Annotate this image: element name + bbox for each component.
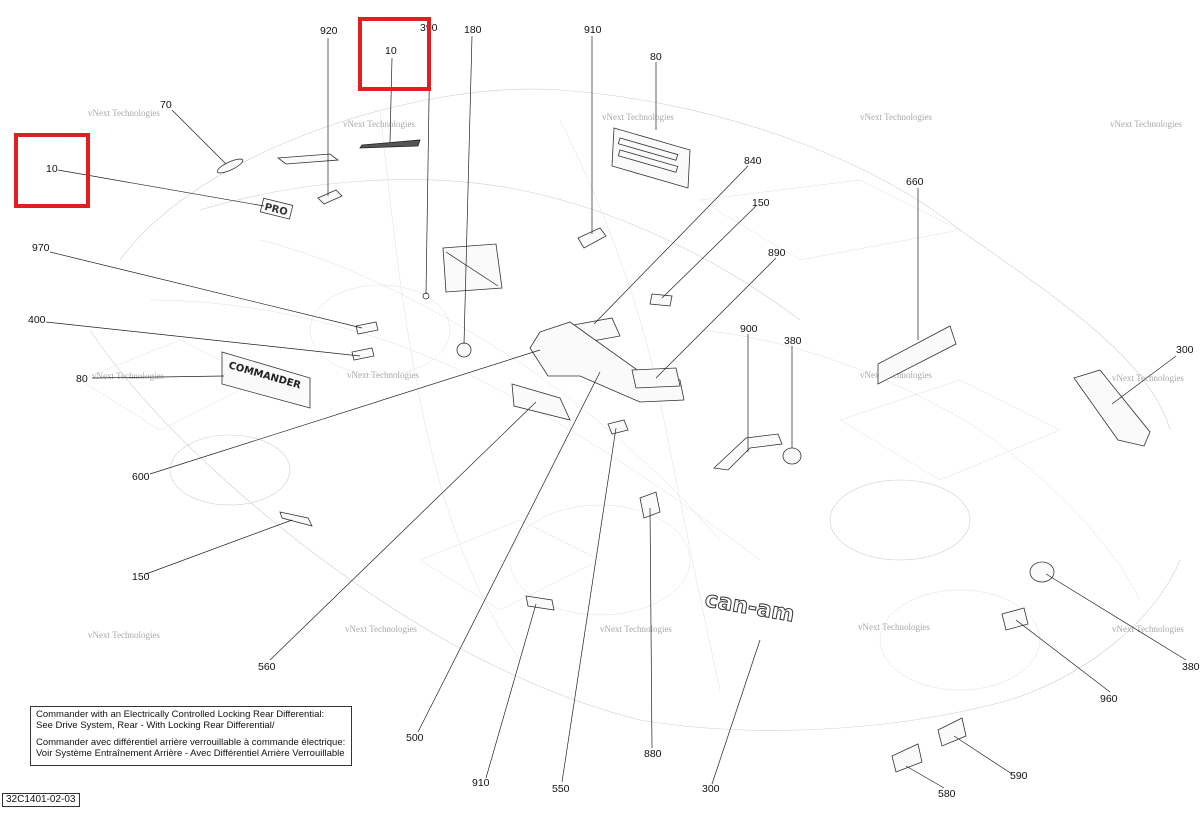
decal-500[interactable] — [607, 419, 629, 435]
decal-150-top[interactable] — [649, 293, 673, 307]
decal-400[interactable] — [351, 347, 375, 361]
note-en-line2: See Drive System, Rear - With Locking Re… — [36, 720, 275, 731]
callout-910: 910 — [584, 24, 602, 36]
decal-10-top[interactable] — [359, 139, 421, 149]
watermark: vNext Technologies — [88, 108, 160, 118]
decal-900[interactable] — [713, 433, 783, 471]
decal-80-commander[interactable]: COMMANDER — [221, 351, 311, 409]
can-am-decal-text: can-am — [703, 587, 796, 627]
decal-920-small[interactable] — [317, 189, 343, 205]
decal-580[interactable] — [891, 743, 923, 773]
callout-840: 840 — [744, 155, 762, 167]
decal-380-right[interactable] — [1029, 561, 1055, 583]
callout-880: 880 — [644, 748, 662, 760]
watermark: vNext Technologies — [1112, 624, 1184, 634]
decal-300-can-am[interactable]: can-am — [702, 587, 796, 628]
callout-10-left: 10 — [46, 163, 58, 175]
watermark: vNext Technologies — [600, 624, 672, 634]
watermark: vNext Technologies — [343, 119, 415, 129]
decal-380-left[interactable] — [782, 447, 802, 465]
callout-80-commander: 80 — [76, 373, 88, 385]
callout-660: 660 — [906, 176, 924, 188]
decal-180[interactable] — [456, 342, 472, 358]
decal-parts: PRO COMMANDER can-am — [216, 127, 1151, 773]
callout-890: 890 — [768, 247, 786, 259]
callout-80: 80 — [650, 51, 662, 63]
watermark: vNext Technologies — [602, 112, 674, 122]
watermark: vNext Technologies — [347, 370, 419, 380]
decal-920[interactable] — [276, 153, 340, 165]
watermark: vNext Technologies — [858, 622, 930, 632]
decal-970[interactable] — [355, 321, 379, 335]
applicability-note: Commander with an Electrically Controlle… — [30, 706, 352, 766]
decal-910-bottom[interactable] — [525, 595, 555, 611]
callout-500: 500 — [406, 732, 424, 744]
decal-300-right[interactable] — [1073, 369, 1151, 447]
decal-150-left[interactable] — [279, 511, 313, 527]
watermark: vNext Technologies — [345, 624, 417, 634]
callout-300: 300 — [1176, 344, 1194, 356]
callout-970: 970 — [32, 242, 50, 254]
note-en-line1: Commander with an Electrically Controlle… — [36, 709, 325, 720]
decal-960[interactable] — [1001, 607, 1029, 631]
leader-lines — [45, 35, 1187, 789]
decal-910-top[interactable] — [577, 227, 607, 249]
watermark: vNext Technologies — [1112, 373, 1184, 383]
callout-180: 180 — [464, 24, 482, 36]
callout-380-right: 380 — [1182, 661, 1200, 673]
callout-920: 920 — [320, 25, 338, 37]
callout-300-bottom: 300 — [702, 783, 720, 795]
decal-560[interactable] — [511, 383, 571, 421]
decal-660[interactable] — [877, 325, 957, 385]
watermark: vNext Technologies — [860, 112, 932, 122]
callout-900: 900 — [740, 323, 758, 335]
callout-590: 590 — [1010, 770, 1028, 782]
note-fr-line2: Voir Système Entraînement Arrière - Avec… — [36, 748, 345, 759]
decal-70[interactable] — [216, 156, 245, 175]
watermark: vNext Technologies — [92, 371, 164, 381]
highlight-box-callout-10-left[interactable]: 10 — [14, 133, 90, 208]
callout-580: 580 — [938, 788, 956, 800]
callout-560: 560 — [258, 661, 276, 673]
callout-150-left: 150 — [132, 571, 150, 583]
callout-400: 400 — [28, 314, 46, 326]
callout-150: 150 — [752, 197, 770, 209]
decal-10-pro[interactable]: PRO — [259, 197, 294, 220]
callout-910-bottom: 910 — [472, 777, 490, 789]
callout-380: 380 — [784, 335, 802, 347]
decal-590[interactable] — [937, 717, 967, 747]
vehicle-ghost-outline — [79, 88, 1181, 731]
decal-390-sheet[interactable] — [442, 243, 503, 293]
decal-880[interactable] — [639, 491, 661, 519]
callout-550: 550 — [552, 783, 570, 795]
watermark: vNext Technologies — [88, 630, 160, 640]
callout-960: 960 — [1100, 693, 1118, 705]
callout-10-top: 10 — [385, 45, 397, 57]
decal-80-panel[interactable] — [611, 127, 691, 189]
highlight-box-callout-10-top[interactable]: 10 — [358, 17, 431, 91]
note-fr-line1: Commander avec différentiel arrière verr… — [36, 737, 346, 748]
watermark: vNext Technologies — [1110, 119, 1182, 129]
diagram-reference-code: 32C1401-02-03 — [2, 793, 80, 807]
callout-600: 600 — [132, 471, 150, 483]
callout-70: 70 — [160, 99, 172, 111]
